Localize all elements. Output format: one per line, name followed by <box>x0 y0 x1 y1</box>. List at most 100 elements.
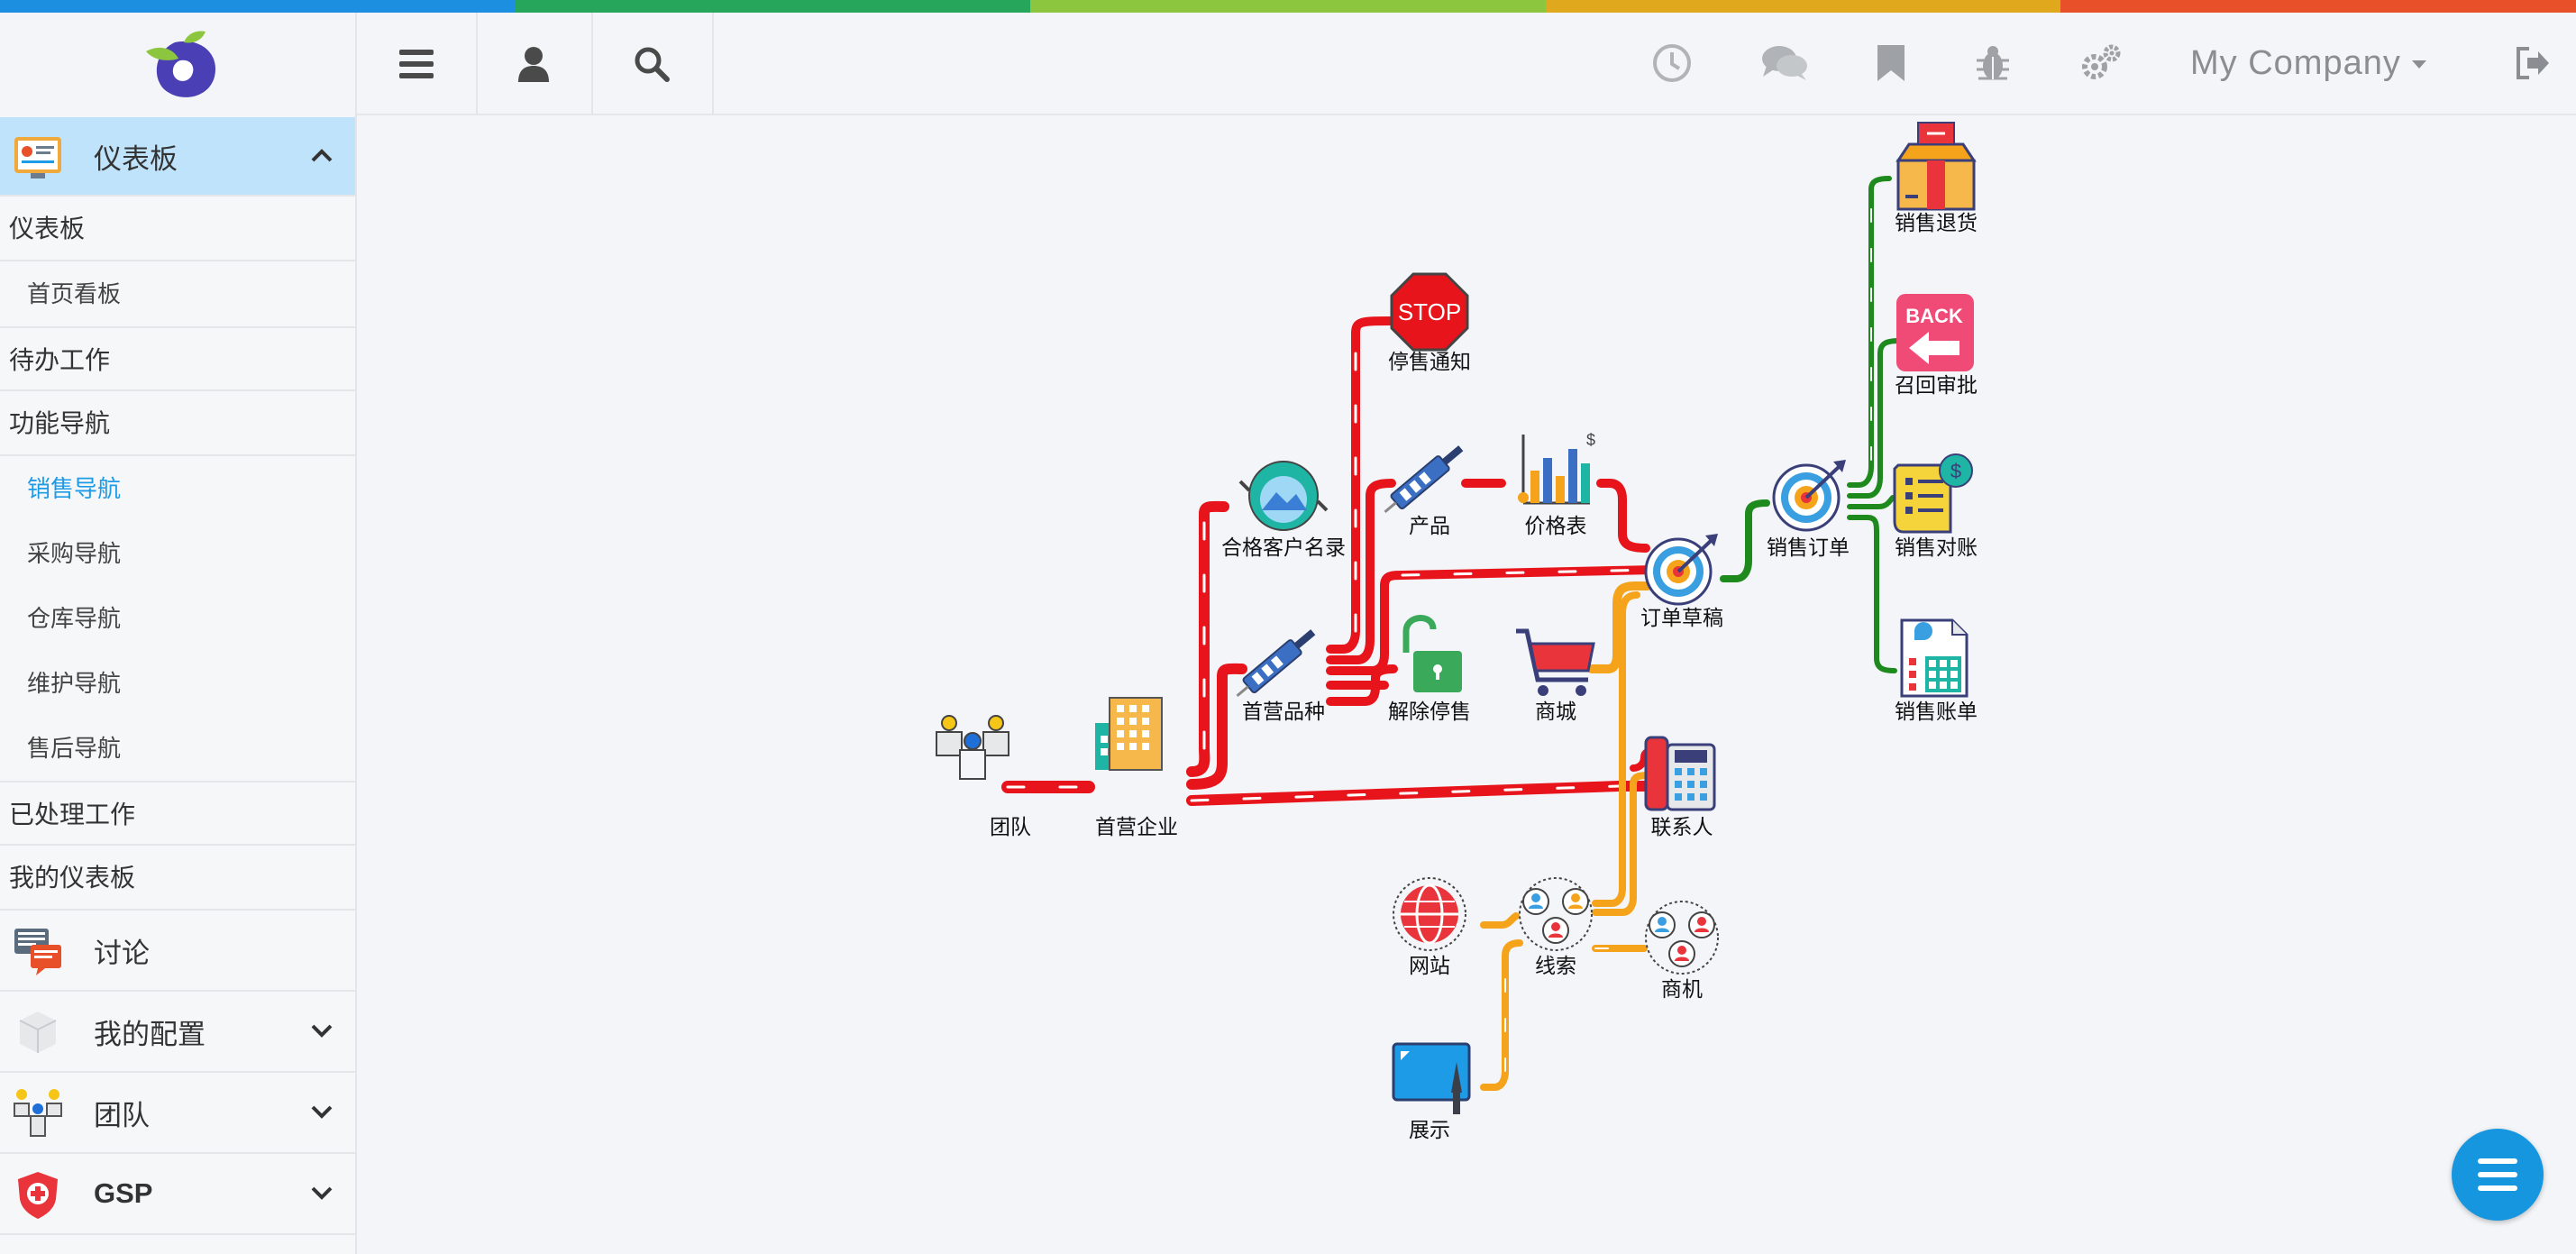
flow-node-order-draft[interactable]: 订单草稿 <box>1640 606 1723 629</box>
flow-node-leads[interactable]: 线索 <box>1535 954 1576 977</box>
app-logo[interactable] <box>0 13 357 117</box>
list-menu-icon <box>2478 1158 2517 1191</box>
orange-line-group <box>1480 581 1655 1091</box>
chevron-down-icon <box>311 1105 333 1119</box>
display-icon <box>1392 1042 1471 1114</box>
company-name: My Company <box>2190 44 2401 82</box>
clock-button[interactable] <box>1649 36 1694 90</box>
menu-toggle-button[interactable] <box>357 13 478 115</box>
logo-icon <box>146 31 215 97</box>
bookmark-icon <box>1877 45 1905 81</box>
flow-node-qualified-customers[interactable]: 合格客户名录 <box>1221 535 1346 559</box>
flow-node-sales-return[interactable]: 销售退货 <box>1895 211 1978 234</box>
sidebar-section-label: 我的配置 <box>94 1018 206 1050</box>
sidebar-item-maintenance-nav[interactable]: 维护导航 <box>27 670 122 697</box>
chevron-up-icon <box>311 149 333 162</box>
stripe-segment <box>2060 0 2576 13</box>
cart-icon <box>1516 628 1595 696</box>
stripe-segment <box>1030 0 1546 13</box>
sidebar-item-dashboard[interactable]: 仪表板 <box>0 197 355 261</box>
flow-node-recall-approval[interactable]: 召回审批 <box>1895 373 1978 397</box>
flow-node-opportunity[interactable]: 商机 <box>1661 977 1703 1001</box>
flow-node-product[interactable]: 产品 <box>1409 514 1450 537</box>
gsp-shield-icon <box>18 1172 58 1219</box>
logout-icon <box>2517 47 2549 79</box>
people-pins-icon <box>1645 901 1719 975</box>
dashboard-icon <box>14 137 61 178</box>
sidebar-item-warehouse-nav[interactable]: 仓库导航 <box>27 605 122 632</box>
flow-node-sales-bill[interactable]: 销售账单 <box>1895 700 1978 723</box>
sidebar-section-discussion[interactable]: 讨论 <box>0 911 355 992</box>
sidebar-section-label: 仪表板 <box>94 142 178 175</box>
config-icon <box>19 1011 57 1053</box>
sidebar-section-gsp[interactable]: GSP <box>0 1154 355 1235</box>
flow-node-price-list[interactable]: 价格表 <box>1524 514 1587 537</box>
flow-node-contact[interactable]: 联系人 <box>1650 815 1713 838</box>
sidebar-section-team[interactable]: 团队 <box>0 1073 355 1154</box>
back-sign-icon: BACK <box>1896 294 1974 371</box>
sidebar-item-my-dashboard[interactable]: 我的仪表板 <box>0 846 355 911</box>
bug-button[interactable] <box>1974 36 2012 90</box>
syringe-icon <box>1236 629 1316 698</box>
sidebar: 仪表板 仪表板 首页看板 待办工作 功能导航 销售导航 采购导航 仓库导航 维护… <box>0 117 357 1254</box>
logout-button[interactable] <box>2515 36 2551 90</box>
globe-icon <box>1393 877 1466 951</box>
chevron-down-icon <box>311 1024 333 1038</box>
building-icon <box>1095 697 1163 771</box>
sidebar-item-purchase-nav[interactable]: 采购导航 <box>27 540 122 567</box>
target-icon <box>1644 534 1718 606</box>
sidebar-section-dashboard[interactable]: 仪表板 <box>0 117 355 197</box>
floating-menu-button[interactable] <box>2452 1129 2544 1221</box>
flow-node-mall[interactable]: 商城 <box>1535 700 1576 723</box>
chat-button[interactable] <box>1759 36 1810 90</box>
flow-node-team[interactable]: 团队 <box>990 815 1031 838</box>
flow-node-sales-order[interactable]: 销售订单 <box>1767 535 1850 559</box>
target-icon <box>1772 460 1846 532</box>
sidebar-section-label: 团队 <box>94 1099 150 1131</box>
sidebar-item-home-board[interactable]: 首页看板 <box>27 280 122 307</box>
svg-text:STOP: STOP <box>1398 298 1461 325</box>
clock-icon <box>1653 44 1691 82</box>
flow-node-stop-notice[interactable]: 停售通知 <box>1388 350 1471 373</box>
stripe-segment <box>1545 0 2061 13</box>
search-button[interactable] <box>591 13 714 115</box>
syringe-icon <box>1384 445 1464 514</box>
gears-icon <box>2082 44 2121 79</box>
chevron-down-icon <box>311 1186 333 1200</box>
flow-node-website[interactable]: 网站 <box>1409 954 1450 977</box>
discussion-icon <box>14 929 61 975</box>
flow-node-first-variety[interactable]: 首营品种 <box>1242 700 1325 723</box>
sidebar-item-sales-nav[interactable]: 销售导航 <box>27 475 122 502</box>
sidebar-item-function-nav[interactable]: 功能导航 <box>0 391 355 456</box>
bookmark-button[interactable] <box>1875 36 1907 90</box>
flow-node-unlock-sale[interactable]: 解除停售 <box>1388 700 1471 723</box>
sidebar-item-processed[interactable]: 已处理工作 <box>0 781 355 846</box>
search-icon <box>635 47 670 82</box>
menu-icon <box>399 50 434 78</box>
sidebar-item-todo[interactable]: 待办工作 <box>0 326 355 391</box>
flow-node-first-enterprise[interactable]: 首营企业 <box>1095 815 1178 838</box>
team-people-icon <box>936 715 1009 780</box>
team-icon <box>14 1089 62 1137</box>
stripe-segment <box>0 0 516 13</box>
box-icon <box>1895 122 1977 211</box>
svg-text:$: $ <box>1950 460 1961 482</box>
people-pins-icon <box>1519 877 1593 951</box>
flow-node-showcase[interactable]: 展示 <box>1409 1118 1450 1141</box>
user-button[interactable] <box>476 13 593 115</box>
green-line-group <box>1720 176 1903 673</box>
company-dropdown[interactable]: My Company <box>2190 36 2426 90</box>
sidebar-section-label: 讨论 <box>94 937 150 969</box>
flow-diagram: STOP $ <box>936 122 1977 1114</box>
settings-button[interactable] <box>2080 36 2122 90</box>
flow-node-sales-reconcile[interactable]: 销售对账 <box>1895 535 1978 559</box>
svg-text:BACK: BACK <box>1905 305 1963 327</box>
bug-icon <box>1977 46 2009 80</box>
caret-down-icon <box>2411 60 2426 69</box>
invoice-icon <box>1900 618 1969 698</box>
svg-text:$: $ <box>1586 431 1595 449</box>
bar-chart-icon: $ <box>1518 431 1595 505</box>
sidebar-item-aftersales-nav[interactable]: 售后导航 <box>27 735 122 762</box>
sidebar-section-my-config[interactable]: 我的配置 <box>0 992 355 1073</box>
stop-sign-icon: STOP <box>1390 272 1469 352</box>
